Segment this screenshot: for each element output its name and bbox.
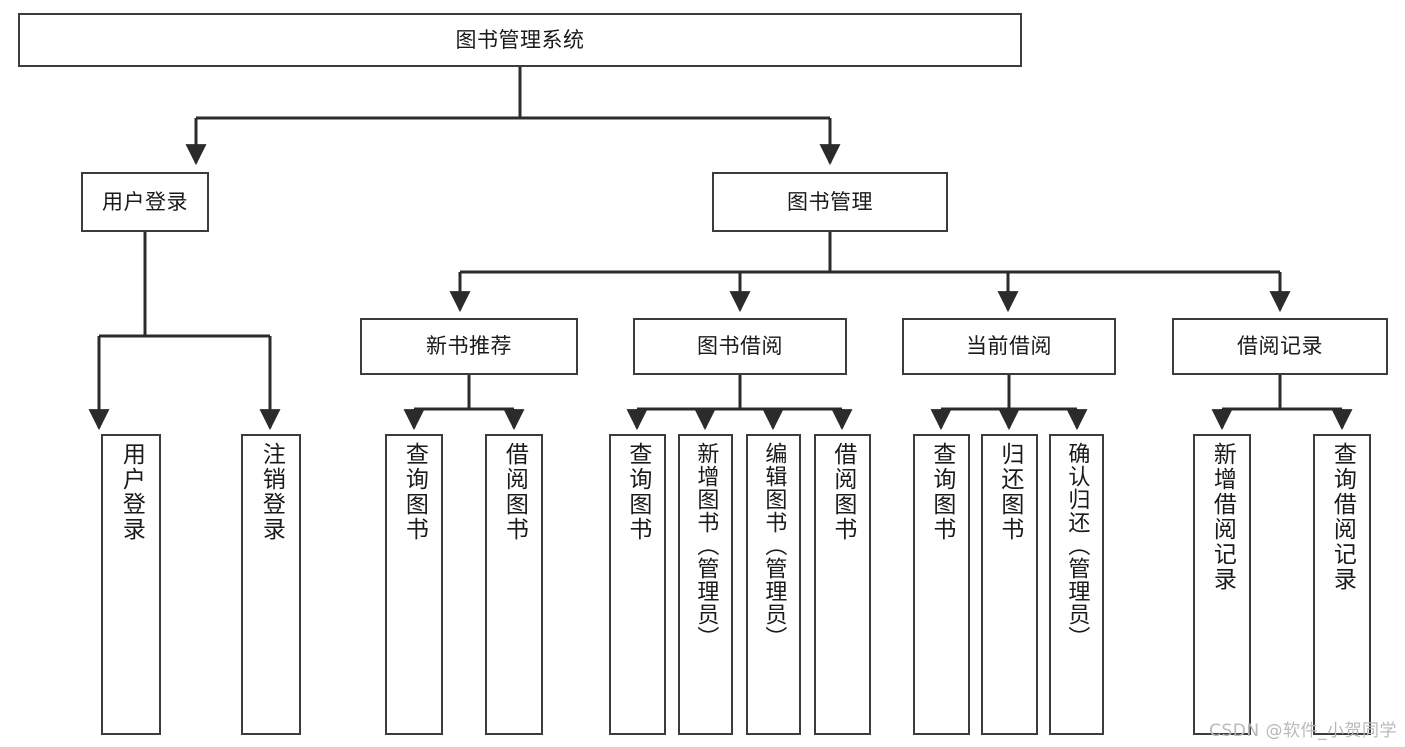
node-leaf-query-book-recommend-label: 查询图书 <box>401 442 428 542</box>
node-leaf-logout-label: 注销登录 <box>258 442 285 542</box>
node-leaf-confirm-return-admin[interactable]: 确认归还（管理员） <box>1049 434 1104 735</box>
node-leaf-query-borrow-record[interactable]: 查询借阅记录 <box>1313 434 1371 735</box>
node-user-login[interactable]: 用户登录 <box>81 172 209 232</box>
watermark: CSDN @软件_小贺同学 <box>1209 721 1397 741</box>
node-leaf-borrow-book-recommend-label: 借阅图书 <box>501 442 528 542</box>
node-user-login-label: 用户登录 <box>102 189 188 214</box>
node-root[interactable]: 图书管理系统 <box>18 13 1022 67</box>
node-leaf-edit-book-admin-label: 编辑图书（管理员） <box>761 442 787 649</box>
node-current-borrow-label: 当前借阅 <box>966 334 1052 359</box>
node-leaf-query-book-current[interactable]: 查询图书 <box>913 434 970 735</box>
node-leaf-query-book-borrow-label: 查询图书 <box>624 442 651 542</box>
node-new-book-recommend-label: 新书推荐 <box>426 334 512 359</box>
node-leaf-user-login-label: 用户登录 <box>118 442 145 542</box>
node-leaf-query-book-recommend[interactable]: 查询图书 <box>385 434 443 735</box>
node-borrow-record[interactable]: 借阅记录 <box>1172 318 1388 375</box>
node-leaf-add-borrow-record[interactable]: 新增借阅记录 <box>1193 434 1251 735</box>
node-book-borrow-label: 图书借阅 <box>697 334 783 359</box>
node-leaf-return-book-label: 归还图书 <box>996 442 1023 542</box>
node-leaf-confirm-return-admin-label: 确认归还（管理员） <box>1064 442 1090 649</box>
node-leaf-borrow-book[interactable]: 借阅图书 <box>814 434 871 735</box>
node-leaf-query-book-current-label: 查询图书 <box>928 442 955 542</box>
node-leaf-user-login[interactable]: 用户登录 <box>101 434 161 735</box>
node-leaf-query-book-borrow[interactable]: 查询图书 <box>609 434 666 735</box>
node-leaf-add-book-admin-label: 新增图书（管理员） <box>693 442 719 649</box>
node-book-borrow[interactable]: 图书借阅 <box>633 318 847 375</box>
node-book-management[interactable]: 图书管理 <box>712 172 948 232</box>
node-current-borrow[interactable]: 当前借阅 <box>902 318 1116 375</box>
node-leaf-add-borrow-record-label: 新增借阅记录 <box>1209 442 1236 592</box>
node-leaf-add-book-admin[interactable]: 新增图书（管理员） <box>678 434 733 735</box>
node-leaf-query-borrow-record-label: 查询借阅记录 <box>1329 442 1356 592</box>
node-leaf-borrow-book-recommend[interactable]: 借阅图书 <box>485 434 543 735</box>
node-leaf-logout[interactable]: 注销登录 <box>241 434 301 735</box>
node-borrow-record-label: 借阅记录 <box>1237 334 1323 359</box>
node-leaf-borrow-book-label: 借阅图书 <box>829 442 856 542</box>
node-book-management-label: 图书管理 <box>787 189 873 214</box>
node-leaf-return-book[interactable]: 归还图书 <box>981 434 1038 735</box>
node-leaf-edit-book-admin[interactable]: 编辑图书（管理员） <box>746 434 801 735</box>
node-new-book-recommend[interactable]: 新书推荐 <box>360 318 578 375</box>
node-root-label: 图书管理系统 <box>455 27 585 52</box>
